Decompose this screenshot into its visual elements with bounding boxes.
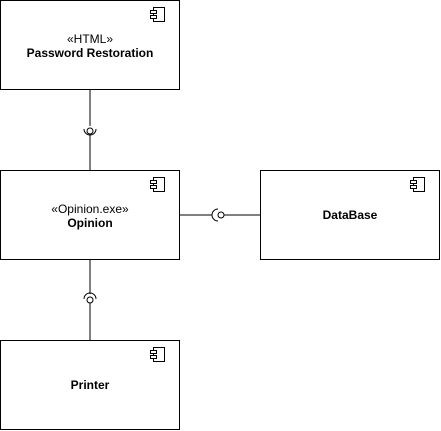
connector-password-restoration-opinion	[83, 90, 97, 171]
component-stereotype: «HTML»	[67, 32, 113, 46]
component-name: Printer	[71, 378, 110, 392]
component-database: DataBase	[260, 170, 440, 260]
uml-component-icon	[150, 347, 165, 362]
component-name: Opinion	[67, 216, 112, 230]
component-box	[0, 340, 180, 430]
component-name: DataBase	[323, 208, 378, 222]
component-stereotype: «Opinion.exe»	[51, 202, 129, 216]
component-password-restoration: «HTML» Password Restoration	[0, 0, 180, 90]
uml-component-icon	[150, 7, 165, 22]
uml-component-icon	[410, 177, 425, 192]
component-box	[0, 170, 180, 260]
component-opinion: «Opinion.exe» Opinion	[0, 170, 180, 260]
connector-opinion-printer	[83, 260, 97, 341]
uml-component-icon	[150, 177, 165, 192]
component-box	[0, 0, 180, 90]
required-interface-socket	[83, 292, 97, 300]
component-printer: Printer	[0, 340, 180, 430]
provided-interface-ball	[86, 127, 94, 135]
component-name: Password Restoration	[27, 46, 154, 60]
required-interface-socket	[211, 208, 219, 222]
component-box	[260, 170, 440, 260]
connector-opinion-database	[180, 208, 260, 222]
provided-interface-ball	[86, 296, 94, 304]
provided-interface-ball	[217, 211, 225, 219]
